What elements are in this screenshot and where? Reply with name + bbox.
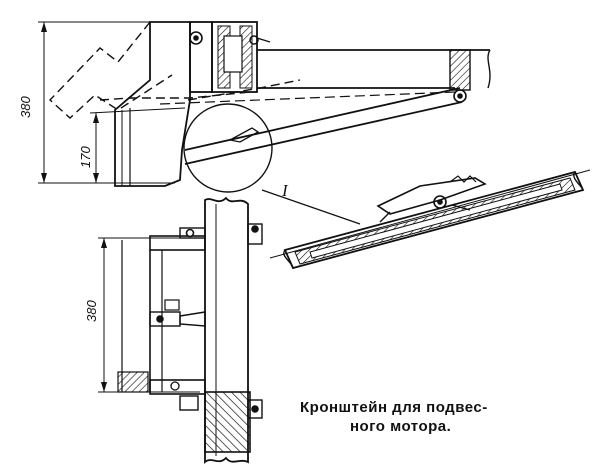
dim-label-380-bottom: 380 — [84, 300, 99, 322]
caption-line-1: Кронштейн для подвес- — [300, 399, 488, 416]
dimension-380-top — [38, 21, 190, 184]
top-side-view — [38, 21, 491, 225]
figure-caption: Кронштейн для подвес- ного мотора. — [300, 398, 560, 436]
dim-label-380-top: 380 — [18, 96, 33, 118]
bottom-plan-view — [98, 196, 263, 464]
dimension-380-bottom — [98, 237, 200, 393]
caption-line-2: ного мотора. — [350, 418, 452, 435]
dim-label-170: 170 — [78, 146, 93, 168]
detail-strut-view — [269, 169, 591, 270]
detail-circle — [183, 103, 273, 193]
detail-marker-label: I — [281, 181, 289, 200]
dimension-170 — [89, 107, 186, 183]
